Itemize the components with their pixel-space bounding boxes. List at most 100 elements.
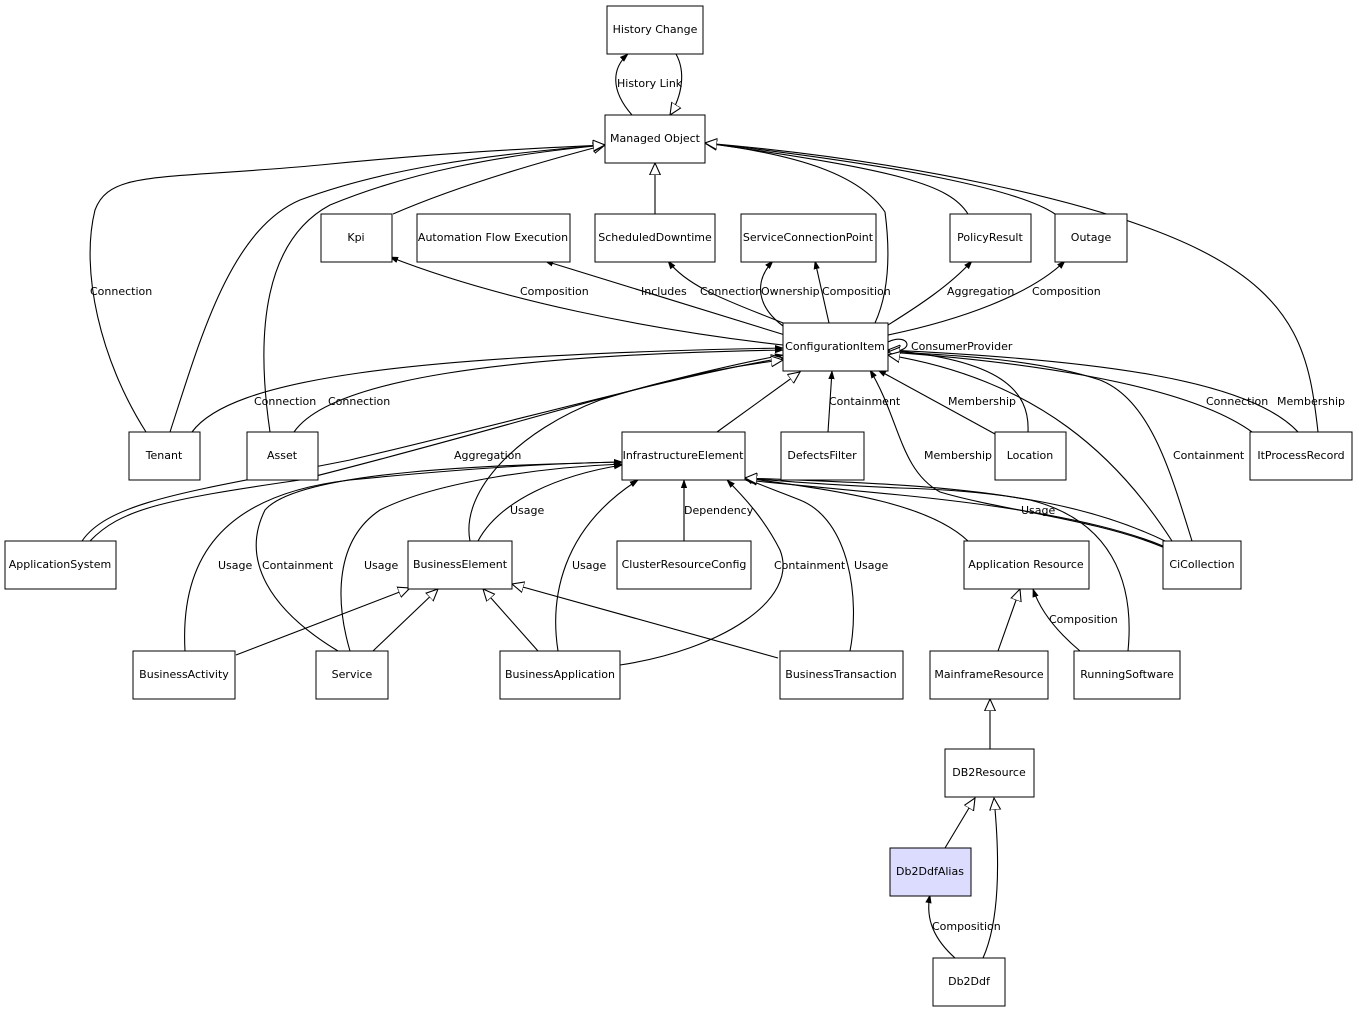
- node-running-software[interactable]: RunningSoftware: [1073, 650, 1181, 700]
- edge-bapp-usage: [555, 479, 639, 652]
- label-cicoll-containment: Containment: [1173, 449, 1245, 462]
- edge-labels: History Link Connection Composition Incl…: [90, 77, 1345, 933]
- node-scheduled-downtime[interactable]: ScheduledDowntime: [594, 213, 716, 263]
- label-rs-composition: Composition: [1049, 613, 1118, 626]
- edge-ba-generalization: [235, 588, 410, 656]
- nodes: History Change Managed Object Kpi Automa…: [4, 5, 1353, 1007]
- label-containment-defects: Containment: [829, 395, 901, 408]
- edge-tenant-generalization: [169, 145, 605, 433]
- node-outage[interactable]: Outage: [1054, 213, 1128, 263]
- edge-asset-generalization: [263, 145, 605, 433]
- edge-tenant-connection: [89, 145, 605, 433]
- edge-asset-ci-connection: [293, 346, 784, 433]
- edge-infra-generalization: [716, 372, 800, 433]
- node-business-element[interactable]: BusinessElement: [407, 540, 513, 590]
- edges: [81, 53, 1319, 959]
- node-application-resource[interactable]: Application Resource: [963, 540, 1090, 590]
- node-label: DefectsFilter: [787, 449, 857, 462]
- node-ci-collection[interactable]: CiCollection: [1162, 540, 1242, 590]
- node-db2-ddf-alias[interactable]: Db2DdfAlias: [889, 847, 972, 897]
- node-managed-object[interactable]: Managed Object: [604, 114, 706, 164]
- edge-alias-generalization: [944, 798, 975, 849]
- edge-service-generalization: [372, 589, 438, 652]
- label-bapp-usage: Usage: [572, 559, 607, 572]
- edge-scp-ownership: [760, 260, 784, 327]
- node-label: Location: [1007, 449, 1054, 462]
- edge-scp-composition: [813, 260, 830, 324]
- node-asset[interactable]: Asset: [246, 431, 319, 481]
- edge-outage-composition: [887, 260, 1066, 336]
- node-defects-filter[interactable]: DefectsFilter: [780, 431, 865, 481]
- node-label: Kpi: [347, 231, 364, 244]
- node-service[interactable]: Service: [315, 650, 389, 700]
- node-label: ApplicationSystem: [9, 558, 111, 571]
- node-it-process-record[interactable]: ItProcessRecord: [1249, 431, 1353, 481]
- node-cluster-resource-config[interactable]: ClusterResourceConfig: [616, 540, 752, 590]
- node-configuration-item[interactable]: ConfigurationItem: [782, 322, 889, 372]
- node-label: MainframeResource: [934, 668, 1044, 681]
- edge-appsys-generalization: [81, 358, 783, 542]
- node-application-system[interactable]: ApplicationSystem: [4, 540, 117, 590]
- label-location-membership: Membership: [948, 395, 1016, 408]
- node-label: ConfigurationItem: [785, 340, 885, 353]
- edge-cicoll-generalization-infra: [745, 478, 1166, 542]
- edge-outage-generalization: [705, 143, 1056, 215]
- node-label: BusinessApplication: [505, 668, 615, 681]
- edge-location-membership: [877, 369, 996, 435]
- node-label: Application Resource: [968, 558, 1084, 571]
- edge-ddf-composition: [925, 894, 956, 959]
- node-label: Automation Flow Execution: [418, 231, 568, 244]
- edge-bapp-generalization: [483, 589, 539, 652]
- label-cluster-dependency: Dependency: [684, 504, 754, 517]
- node-automation-flow-execution[interactable]: Automation Flow Execution: [416, 213, 571, 263]
- node-label: ItProcessRecord: [1257, 449, 1344, 462]
- node-history-change[interactable]: History Change: [606, 5, 704, 55]
- label-itpr-connection: Connection: [1206, 395, 1268, 408]
- label-bt-usage: Usage: [854, 559, 889, 572]
- label-consumer-provider: ConsumerProvider: [911, 340, 1013, 353]
- edge-mainframe-generalization: [997, 589, 1020, 652]
- node-service-connection-point[interactable]: ServiceConnectionPoint: [740, 213, 877, 263]
- node-label: BusinessTransaction: [785, 668, 896, 681]
- node-business-activity[interactable]: BusinessActivity: [132, 650, 236, 700]
- node-label: CiCollection: [1169, 558, 1234, 571]
- node-label: Tenant: [145, 449, 183, 462]
- edge-bapp-containment: [619, 479, 784, 666]
- edge-rs-composition: [1032, 588, 1081, 652]
- edge-itpr-connection: [887, 349, 1253, 433]
- node-db2-ddf[interactable]: Db2Ddf: [932, 957, 1006, 1007]
- edge-ci-generalization: [705, 143, 889, 324]
- node-label: InfrastructureElement: [623, 449, 744, 462]
- label-service-usage: Usage: [364, 559, 399, 572]
- node-label: Asset: [267, 449, 298, 462]
- node-label: BusinessActivity: [139, 668, 229, 681]
- label-sd-connection: Connection: [700, 285, 762, 298]
- node-label: Managed Object: [610, 132, 701, 145]
- node-mainframe-resource[interactable]: MainframeResource: [929, 650, 1049, 700]
- edge-policy-aggregation: [887, 260, 973, 326]
- node-location[interactable]: Location: [994, 431, 1067, 481]
- edge-tenant-ci-connection: [191, 344, 784, 433]
- node-kpi[interactable]: Kpi: [320, 213, 393, 263]
- label-afe-includes: Includes: [641, 285, 687, 298]
- edge-history-change-generalization: [670, 53, 683, 115]
- node-label: BusinessElement: [413, 558, 508, 571]
- edge-policy-result-generalization: [705, 143, 969, 215]
- node-business-transaction[interactable]: BusinessTransaction: [779, 650, 904, 700]
- label-itpr-membership: Membership: [1277, 395, 1345, 408]
- node-policy-result[interactable]: PolicyResult: [949, 213, 1032, 263]
- edge-cicoll-containment: [888, 352, 1193, 542]
- label-be-usage: Usage: [510, 504, 545, 517]
- label-scp-composition: Composition: [822, 285, 891, 298]
- edge-itprocess-generalization: [705, 143, 1319, 433]
- edge-rs-generalization: [745, 478, 1130, 652]
- label-cicoll-membership: Membership: [924, 449, 992, 462]
- node-label: Db2Ddf: [948, 975, 991, 988]
- node-label: ServiceConnectionPoint: [743, 231, 874, 244]
- node-business-application[interactable]: BusinessApplication: [499, 650, 621, 700]
- node-infrastructure-element[interactable]: InfrastructureElement: [621, 431, 746, 481]
- node-db2-resource[interactable]: DB2Resource: [944, 748, 1035, 798]
- label-ddf-composition: Composition: [932, 920, 1001, 933]
- node-tenant[interactable]: Tenant: [128, 431, 201, 481]
- node-label: RunningSoftware: [1080, 668, 1174, 681]
